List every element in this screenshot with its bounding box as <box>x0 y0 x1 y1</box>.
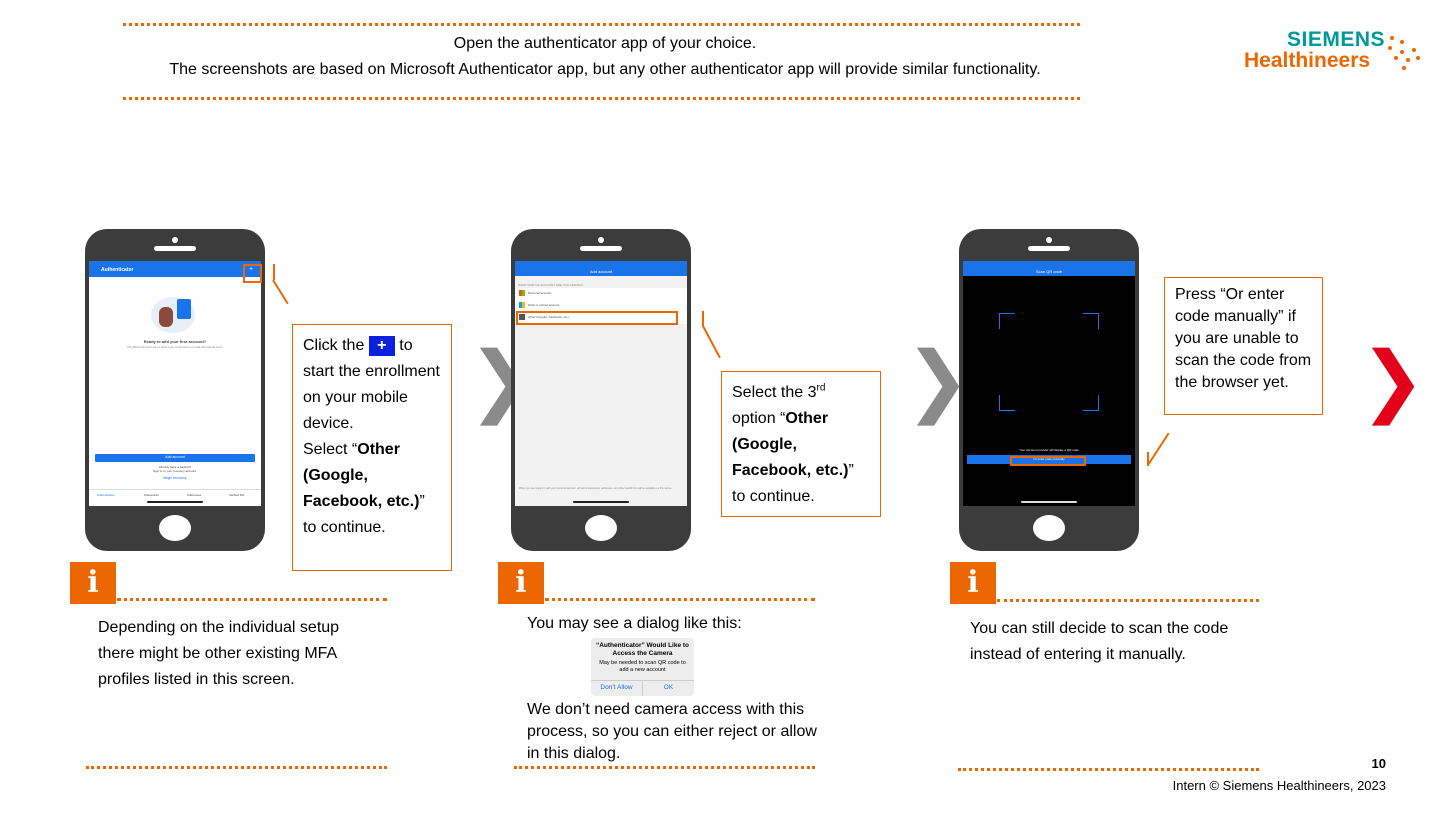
info-icon: i <box>950 562 996 604</box>
nav-addresses[interactable]: Addresses <box>187 493 202 497</box>
callout-step-2: Select the 3rd option “Other (Google, Fa… <box>721 371 881 517</box>
plus-highlight <box>243 264 262 283</box>
phone-step-2: Add account WHAT KIND OF ACCOUNT ARE YOU… <box>511 229 691 551</box>
phone-screen-scan-qr: Scan QR code Your account provider will … <box>963 261 1135 506</box>
phone-screen-add-account: Add account WHAT KIND OF ACCOUNT ARE YOU… <box>515 261 687 506</box>
option-personal[interactable]: Personal account <box>528 291 552 295</box>
nav-verified-ids[interactable]: Verified IDs <box>229 493 245 497</box>
header-line-2: The screenshots are based on Microsoft A… <box>169 61 1041 78</box>
connector-line-3 <box>1147 432 1170 466</box>
enter-code-manually-button[interactable]: Or enter code manually <box>967 455 1131 464</box>
info-intro-step-2: You may see a dialog like this: <box>527 615 742 632</box>
phone-screen-authenticator: Authenticator + Ready to add your first … <box>89 261 261 506</box>
camera-permission-dialog: “Authenticator” Would Like to Access the… <box>591 638 694 696</box>
phone-step-1: Authenticator + Ready to add your first … <box>85 229 265 551</box>
info-icon: i <box>70 562 116 604</box>
header-bottom-rule <box>123 97 1080 100</box>
connector-line-2 <box>702 325 721 359</box>
info-icon: i <box>498 562 544 604</box>
callout-step-3: Press “Or enter code manually” if you ar… <box>1164 277 1323 415</box>
logo-siemens: SIEMENS <box>1287 28 1386 51</box>
screen-title: Authenticator <box>101 267 134 273</box>
manual-button-highlight <box>1010 456 1086 466</box>
phone-step-3: Scan QR code Your account provider will … <box>959 229 1139 551</box>
option-other[interactable]: Other (Google, Facebook, etc.) <box>528 315 570 319</box>
next-chevron-right-icon[interactable]: ❯ <box>1360 336 1426 426</box>
header-line-1: Open the authenticator app of your choic… <box>453 35 757 52</box>
nav-authenticator[interactable]: Authenticator <box>97 493 115 497</box>
info-after-step-2: We don’t need camera access with this pr… <box>527 701 817 762</box>
page-number: 10 <box>1371 756 1386 771</box>
info-text-step-3: You can still decide to scan the code in… <box>970 620 1229 663</box>
callout-step-1: Click the + to start the enrollment on y… <box>292 324 452 571</box>
header-top-rule <box>123 23 1080 26</box>
connector-line-1 <box>272 279 289 305</box>
logo-dots-icon <box>1388 36 1420 72</box>
logo-healthineers: Healthineers <box>1244 49 1371 72</box>
ok-button[interactable]: OK <box>663 684 674 691</box>
copyright: Intern © Siemens Healthineers, 2023 <box>1172 778 1386 793</box>
plus-icon: + <box>368 335 395 356</box>
dont-allow-button[interactable]: Don’t Allow <box>600 684 633 691</box>
nav-passwords[interactable]: Passwords <box>144 493 159 497</box>
info-text-step-1: Depending on the individual setup there … <box>98 619 340 688</box>
other-option-highlight <box>516 311 678 325</box>
begin-recovery-link[interactable]: Begin recovery <box>163 476 187 480</box>
option-work[interactable]: Work or school account <box>528 303 560 307</box>
add-account-button[interactable]: Add account <box>95 454 255 462</box>
